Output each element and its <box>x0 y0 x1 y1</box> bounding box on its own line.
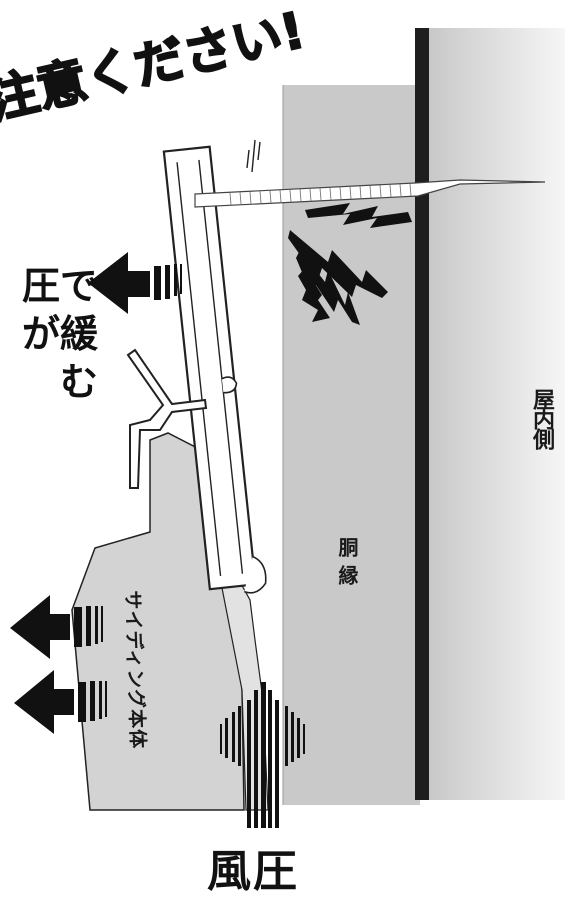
label-interior: 屋内側 <box>529 388 554 448</box>
arrow-left-icon <box>14 670 107 734</box>
label-wind-pressure: 風圧 <box>207 846 299 897</box>
furring-strip <box>283 85 420 805</box>
label-siding-body: サイディング本体 <box>121 590 149 750</box>
lightning-icon <box>288 203 412 325</box>
screw <box>194 179 546 208</box>
effect-text-line2: が緩む <box>21 312 98 404</box>
motion-ticks <box>246 139 261 173</box>
interior-side <box>428 28 565 800</box>
arrow-left-icon <box>88 252 182 314</box>
wind-arrow-icon <box>220 682 305 828</box>
effect-text: 圧で が緩む <box>0 262 98 406</box>
stud-line <box>415 28 429 800</box>
siding-bracket <box>162 145 267 594</box>
arrow-left-icon <box>10 595 103 659</box>
effect-text-line1: 圧で <box>21 264 98 308</box>
hook-bracket <box>126 348 208 489</box>
label-furring-strip: 胴縁 <box>335 537 359 593</box>
